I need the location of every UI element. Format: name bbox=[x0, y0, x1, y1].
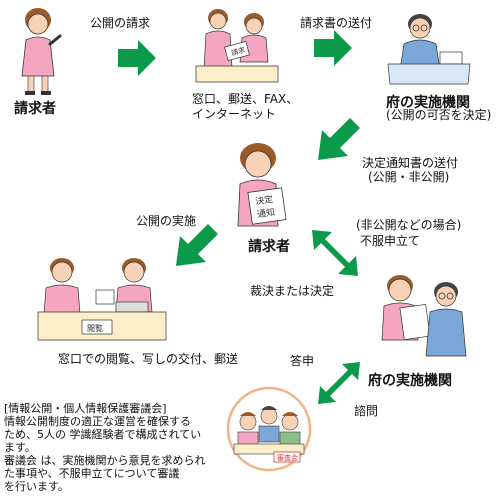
council-note-line1: 情報公開制度の適正な運営を確保する bbox=[4, 415, 191, 428]
council-note-line2: ため、5人の 学識経験者で構成されてい bbox=[4, 428, 202, 441]
prefecture-agency-top-label: 府の実施機関 bbox=[386, 95, 470, 111]
requester-top-label: 請求者 bbox=[14, 101, 56, 117]
agency-officer-illustration bbox=[381, 275, 467, 357]
channels-line2: インターネット bbox=[192, 107, 277, 121]
viewing-copies-label: 窓口での閲覧、写しの交付、郵送 bbox=[58, 352, 239, 366]
arrow-right-2 bbox=[314, 30, 352, 66]
decision-doc-text-1: 決定 bbox=[254, 193, 274, 207]
arrow-right-1 bbox=[118, 40, 156, 76]
objection-label: 不服申立て bbox=[360, 234, 421, 248]
council-note: [情報公開・個人情報保護審議会] 情報公開制度の適正な運営を確保する ため、5人… bbox=[4, 402, 226, 493]
consult-label: 諮問 bbox=[354, 404, 379, 418]
arrow-down-left-2 bbox=[176, 224, 218, 266]
send-decision-line2: (公開・非公開) bbox=[368, 170, 450, 184]
ruling-decision-label: 裁決または決定 bbox=[250, 284, 335, 298]
counter-scene-illustration: 請求 bbox=[195, 9, 279, 83]
decision-doc-text-2: 通知 bbox=[256, 206, 276, 220]
send-request-doc-label: 請求書の送付 bbox=[300, 16, 373, 30]
arrow-down-left-1 bbox=[318, 118, 360, 160]
arrow-double-consult bbox=[318, 362, 360, 404]
answer-label: 答申 bbox=[290, 354, 315, 368]
agency-desk-illustration bbox=[387, 14, 471, 85]
prefecture-agency-bottom-label: 府の実施機関 bbox=[368, 373, 452, 389]
arrow-double-objection bbox=[312, 230, 358, 276]
council-note-title: [情報公開・個人情報保護審議会] bbox=[4, 402, 167, 415]
council-note-line5: た事項や、不服申立てについて審議 bbox=[4, 467, 180, 480]
council-note-line4: 審議会 は、実施機関から意見を求められ bbox=[4, 454, 206, 467]
council-note-line6: を行います。 bbox=[4, 480, 69, 493]
case-nondisclosure-label: (非公開などの場合) bbox=[356, 218, 462, 232]
channels-line1: 窓口、郵送、FAX、 bbox=[192, 92, 299, 106]
requester-with-notice-illustration: 決定 通知 bbox=[237, 143, 287, 227]
council-sign-text: 審査会 bbox=[277, 453, 298, 462]
council-circle-illustration: 審査会 bbox=[226, 386, 312, 472]
viewing-counter-illustration: 閲覧 bbox=[37, 258, 167, 341]
viewing-sign-text: 閲覧 bbox=[87, 323, 103, 333]
request-disclosure-label: 公開の請求 bbox=[90, 16, 151, 30]
implement-disclosure-label: 公開の実施 bbox=[136, 214, 197, 228]
request-form-text: 請求 bbox=[230, 45, 246, 57]
send-decision-line1: 決定通知書の送付 bbox=[362, 156, 459, 170]
requester-mid-label: 請求者 bbox=[248, 239, 290, 255]
council-note-line3: ます。 bbox=[4, 441, 36, 454]
requester-woman-illustration bbox=[21, 8, 62, 95]
decide-disclosure-label: (公開の可否を決定) bbox=[386, 108, 492, 122]
